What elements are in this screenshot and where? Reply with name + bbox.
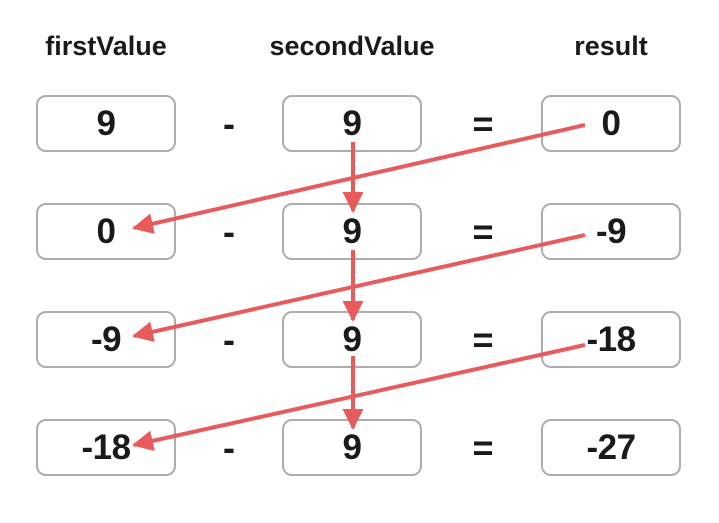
result-value: -18 bbox=[586, 320, 636, 359]
column-header-firstvalue: firstValue bbox=[45, 31, 167, 61]
first-value-box: 0 bbox=[36, 203, 176, 260]
first-value-box: 9 bbox=[36, 95, 176, 152]
column-header-secondvalue: secondValue bbox=[269, 31, 435, 61]
first-value: -9 bbox=[90, 320, 122, 359]
result-box: -27 bbox=[541, 419, 681, 476]
equals-operator: = bbox=[472, 426, 494, 468]
minus-operator: - bbox=[223, 426, 235, 468]
first-value: 9 bbox=[96, 104, 116, 143]
minus-operator: - bbox=[223, 318, 235, 360]
second-value-box: 9 bbox=[282, 203, 422, 260]
second-value: 9 bbox=[342, 212, 362, 251]
result-box: -9 bbox=[541, 203, 681, 260]
minus-operator: - bbox=[223, 210, 235, 252]
second-value: 9 bbox=[342, 320, 362, 359]
first-value: 0 bbox=[96, 212, 116, 251]
first-value-box: -9 bbox=[36, 311, 176, 368]
result-value: 0 bbox=[601, 104, 621, 143]
equals-operator: = bbox=[472, 318, 494, 360]
equals-operator: = bbox=[472, 210, 494, 252]
first-value: -18 bbox=[81, 428, 131, 467]
result-box: 0 bbox=[541, 95, 681, 152]
second-value-box: 9 bbox=[282, 95, 422, 152]
second-value-box: 9 bbox=[282, 419, 422, 476]
second-value-box: 9 bbox=[282, 311, 422, 368]
first-value-box: -18 bbox=[36, 419, 176, 476]
minus-operator: - bbox=[223, 102, 235, 144]
second-value: 9 bbox=[342, 104, 362, 143]
column-header-result: result bbox=[574, 31, 648, 61]
result-box: -18 bbox=[541, 311, 681, 368]
second-value: 9 bbox=[342, 428, 362, 467]
equals-operator: = bbox=[472, 102, 494, 144]
result-value: -9 bbox=[595, 212, 627, 251]
result-value: -27 bbox=[586, 428, 636, 467]
